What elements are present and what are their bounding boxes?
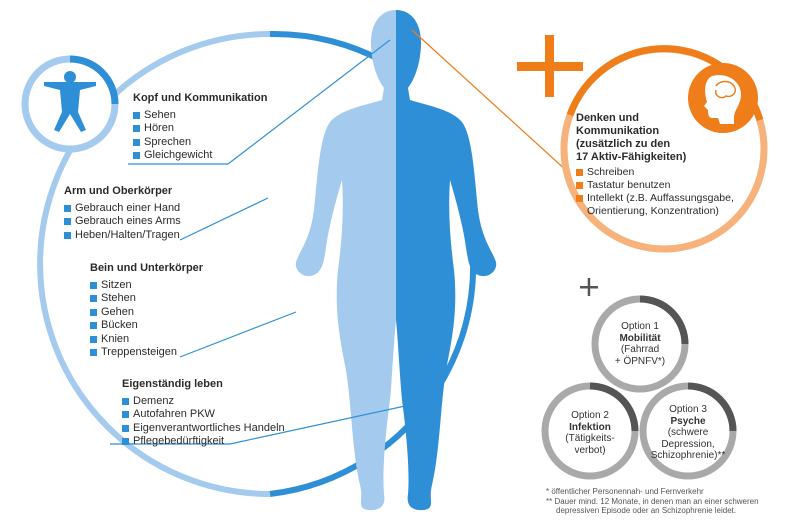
person-circle-dark [69,55,119,105]
list-item-continuation: Orientierung, Konzentration) [587,205,719,217]
body-right-half [396,10,497,511]
option-detail: Schizophrenie)** [650,450,726,461]
list-item: Tastatur benutzen [576,179,734,192]
list-item: Stehen [90,292,203,306]
list-item: Schreiben [576,166,734,179]
group-leg-lower-body: Bein und Unterkörper Sitzen Stehen Gehen… [90,262,203,360]
body-silhouette [295,10,497,511]
group-title: Eigenständig leben [122,378,223,390]
option-detail: Depression, [661,438,715,450]
group-title: Kopf und Kommunikation [133,92,268,104]
option-detail: (Fahrrad [620,344,660,355]
list-item: Intellekt (z.B. Auffassungsgabe, [576,192,734,205]
footnote: * öffentlicher Personennah- und Fernverk… [546,487,704,496]
big-circle-top-arc [269,30,390,67]
option-label: Option 1 [621,321,659,332]
list-item: Sehen [133,109,267,123]
list-item: Heben/Halten/Tragen [64,229,181,243]
option-name: Psyche [670,415,706,427]
list-item: Sprechen [133,136,267,150]
group-title: Bein und Unterkörper [90,262,204,274]
option-name: Mobilität [619,332,661,344]
list-item: Bücken [90,319,203,333]
footnote: ** Dauer mind. 12 Monate, in denen man a… [546,496,759,506]
option-name: Infektion [569,421,611,433]
group-title-line: (zusätzlich zu den [576,138,671,150]
list-item: Autofahren PKW [122,408,285,422]
option-label: Option 3 [669,404,707,415]
group-title-line: 17 Aktiv-Fähigkeiten) [576,151,687,163]
group-arm-upper-body: Arm und Oberkörper Gebrauch einer Hand G… [64,185,181,242]
footnote: depressiven Episode oder an Schizophreni… [556,506,737,515]
option-2: Option 2 Infektion (Tätigkeits- verbot) [550,410,630,456]
option-detail: verbot) [574,444,606,456]
option-3: Option 3 Psyche (schwere Depression, Sch… [644,404,732,462]
list-item: Treppensteigen [90,346,203,360]
group-thinking-communication: Denken und Kommunikation (zusätzlich zu … [576,112,734,218]
human-figure-icon [44,71,96,132]
option-1: Option 1 Mobilität (Fahrrad + ÖPNFV*) [600,321,680,367]
group-title: Arm und Oberkörper [64,185,173,197]
list-item: Gehen [90,306,203,320]
footnotes: * öffentlicher Personennah- und Fernverk… [546,487,759,516]
list-item: Pflegebedürftigkeit [122,435,285,449]
list-item: Eigenverantwortliches Handeln [122,422,285,436]
list-item: Gebrauch einer Hand [64,202,181,216]
list-item: Gleichgewicht [133,149,267,163]
list-item: Gebrauch eines Arms [64,215,181,229]
head-brain-icon [704,75,742,124]
big-circle-left-arc [37,31,271,497]
list-item: Knien [90,333,203,347]
option-detail: (Tätigkeits- [565,433,615,444]
small-plus-icon [580,278,598,296]
option-label: Option 2 [571,410,609,421]
group-title-line: Kommunikation [576,125,660,137]
list-item: Hören [133,122,267,136]
group-independent-living: Eigenständig leben Demenz Autofahren PKW… [122,378,285,449]
plus-icon [517,35,583,97]
option-detail: + ÖPNFV*) [614,355,666,367]
list-item: Sitzen [90,279,203,293]
group-title-line: Denken und [576,112,639,124]
list-item: Demenz [122,395,285,409]
group-head-communication: Kopf und Kommunikation Sehen Hören Sprec… [133,92,267,163]
option-detail: (schwere [667,427,709,438]
body-left-half [295,10,396,511]
